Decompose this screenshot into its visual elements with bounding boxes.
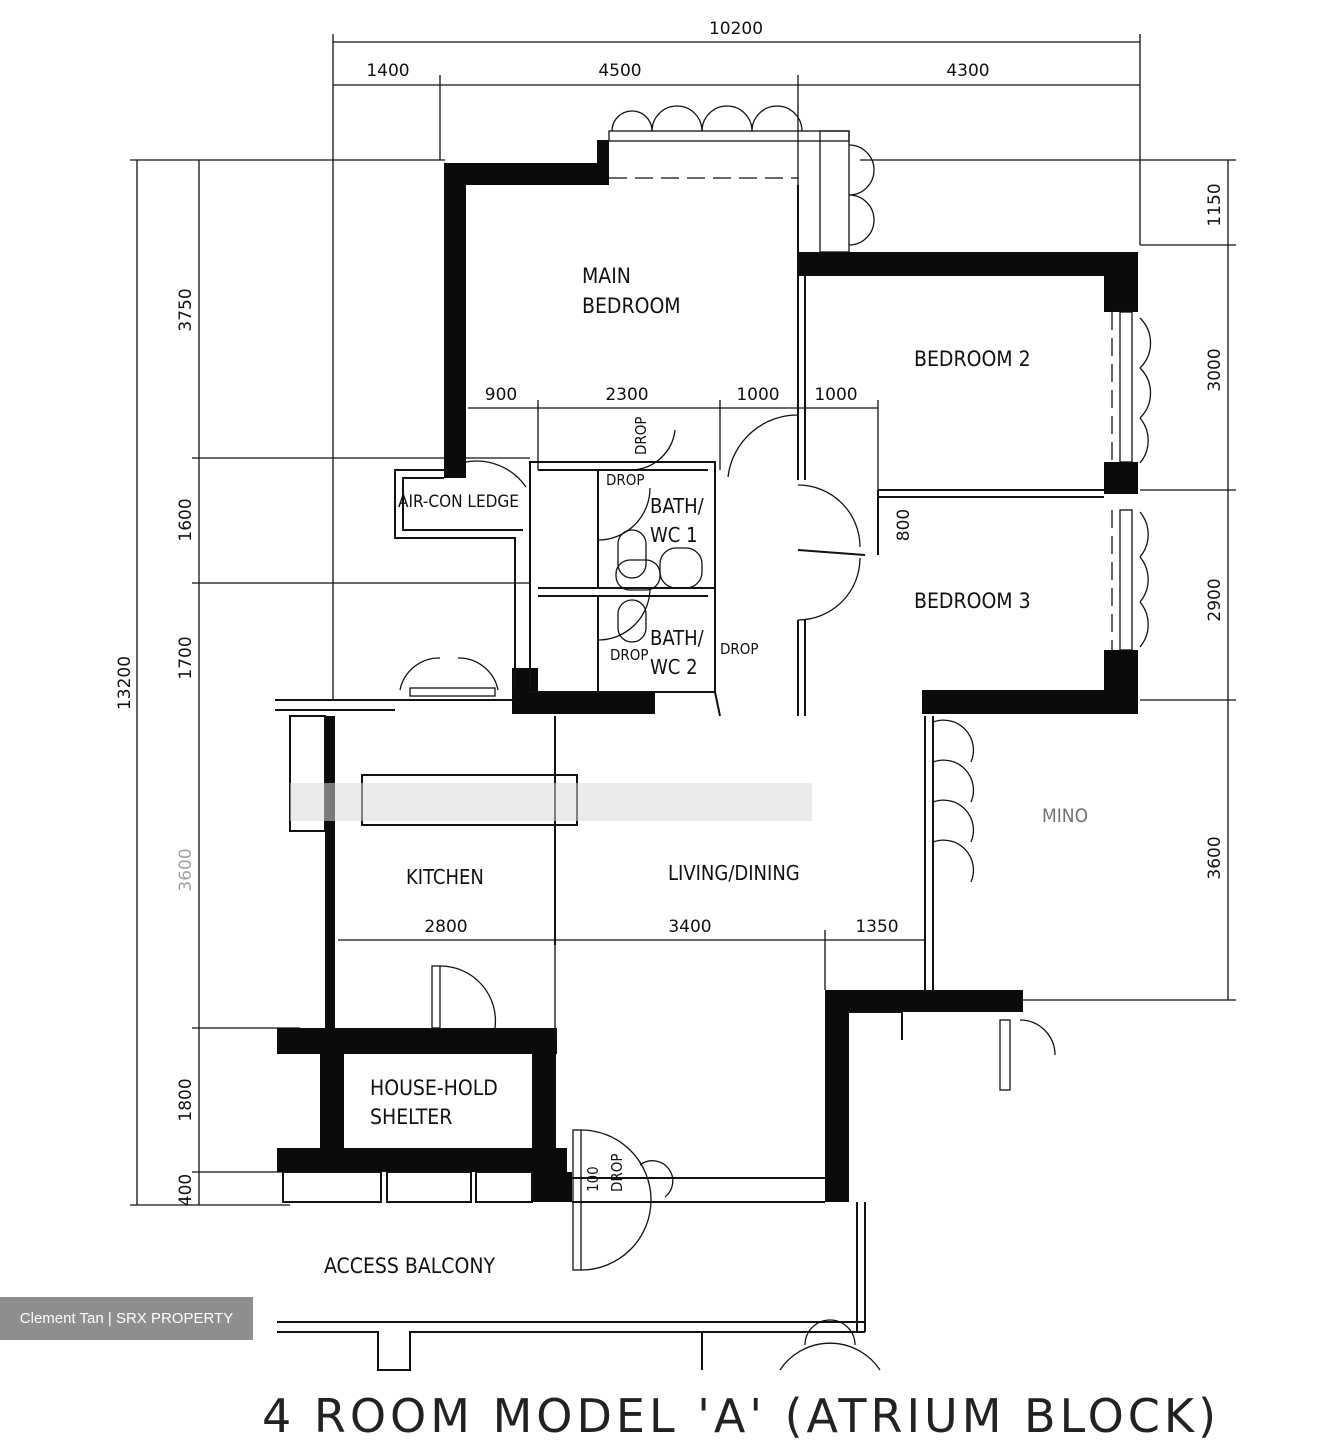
dim-inner-4: 1000 xyxy=(814,385,857,405)
plan-title: 4 ROOM MODEL 'A' (ATRIUM BLOCK) xyxy=(262,1389,1220,1440)
watermark: Clement Tan | SRX PROPERTY xyxy=(0,1297,253,1340)
label-main-bedroom-1: MAIN xyxy=(582,264,631,288)
label-living-dining: LIVING/DINING xyxy=(668,861,800,885)
dim-inner-2: 2300 xyxy=(605,385,648,405)
label-bedroom-2: BEDROOM 2 xyxy=(914,347,1031,371)
label-kitchen: KITCHEN xyxy=(406,865,484,889)
label-drop-3: DROP xyxy=(610,646,649,664)
walls xyxy=(277,140,1138,1202)
dim-left-5: 1800 xyxy=(176,1078,196,1121)
dim-top-total: 10200 xyxy=(709,19,763,39)
dim-top-3: 4300 xyxy=(946,61,989,81)
dim-inner-3: 1000 xyxy=(736,385,779,405)
label-household-2: SHELTER xyxy=(370,1105,452,1129)
label-drop-100: 100 xyxy=(584,1166,602,1192)
blurred-counter xyxy=(290,783,812,821)
label-bedroom-3: BEDROOM 3 xyxy=(914,589,1031,613)
dim-left-4: 3600 xyxy=(176,848,196,891)
windows xyxy=(608,130,1133,651)
sanitary-fixtures xyxy=(615,529,703,643)
label-drop-1: DROP xyxy=(606,471,645,489)
label-main-bedroom-2: BEDROOM xyxy=(582,294,681,318)
label-bath-2b: WC 2 xyxy=(650,655,698,679)
dim-mid-2: 3400 xyxy=(668,917,711,937)
label-drop-5: DROP xyxy=(608,1153,626,1192)
label-study: MINO xyxy=(1042,805,1088,827)
dim-mid-3: 1350 xyxy=(855,917,898,937)
dim-mid-1: 2800 xyxy=(424,917,467,937)
label-bath-2a: BATH/ xyxy=(650,626,705,650)
dimension-labels: 10200 1400 4500 4300 900 2300 1000 1000 … xyxy=(115,19,1225,1206)
label-household-1: HOUSE-HOLD xyxy=(370,1076,498,1100)
dim-left-total: 13200 xyxy=(115,656,135,710)
label-bath-1a: BATH/ xyxy=(650,494,705,518)
dim-right-3: 2900 xyxy=(1205,578,1225,621)
label-access-balcony: ACCESS BALCONY xyxy=(324,1254,495,1278)
dim-inner-1: 900 xyxy=(485,385,517,405)
dim-door-800: 800 xyxy=(894,509,914,541)
dim-left-1: 3750 xyxy=(176,288,196,331)
dim-left-3: 1700 xyxy=(176,636,196,679)
doors xyxy=(399,105,1152,1371)
label-bath-1b: WC 1 xyxy=(650,523,698,547)
dim-left-2: 1600 xyxy=(176,498,196,541)
label-drop-4: DROP xyxy=(720,640,759,658)
dim-right-1: 1150 xyxy=(1205,183,1225,226)
dim-top-2: 4500 xyxy=(598,61,641,81)
dim-right-4: 3600 xyxy=(1205,836,1225,879)
label-drop-2: DROP xyxy=(632,416,650,455)
room-labels: MAIN BEDROOM BEDROOM 2 BEDROOM 3 AIR-CON… xyxy=(324,264,1088,1278)
dim-right-2: 3000 xyxy=(1205,348,1225,391)
dim-left-6: 400 xyxy=(176,1174,196,1206)
dim-top-1: 1400 xyxy=(366,61,409,81)
label-aircon-ledge: AIR-CON LEDGE xyxy=(398,492,519,512)
